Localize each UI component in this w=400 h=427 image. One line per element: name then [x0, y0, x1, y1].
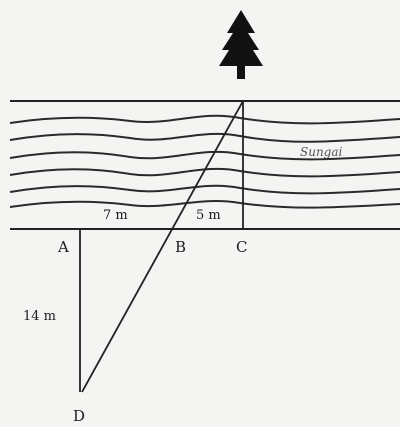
point-label-a: A: [57, 238, 69, 256]
label-ad-length: 14 m: [23, 309, 56, 324]
label-bc-length: 5 m: [196, 208, 221, 223]
segment-tree-d: [81, 100, 244, 393]
label-ab-length: 7 m: [103, 208, 128, 223]
point-label-b: B: [175, 238, 186, 256]
point-label-d: D: [73, 407, 85, 425]
river-waves: [9, 114, 400, 209]
pine-tree-icon: [219, 10, 263, 79]
river-label: Sungai: [300, 145, 343, 159]
point-label-c: C: [236, 238, 247, 256]
